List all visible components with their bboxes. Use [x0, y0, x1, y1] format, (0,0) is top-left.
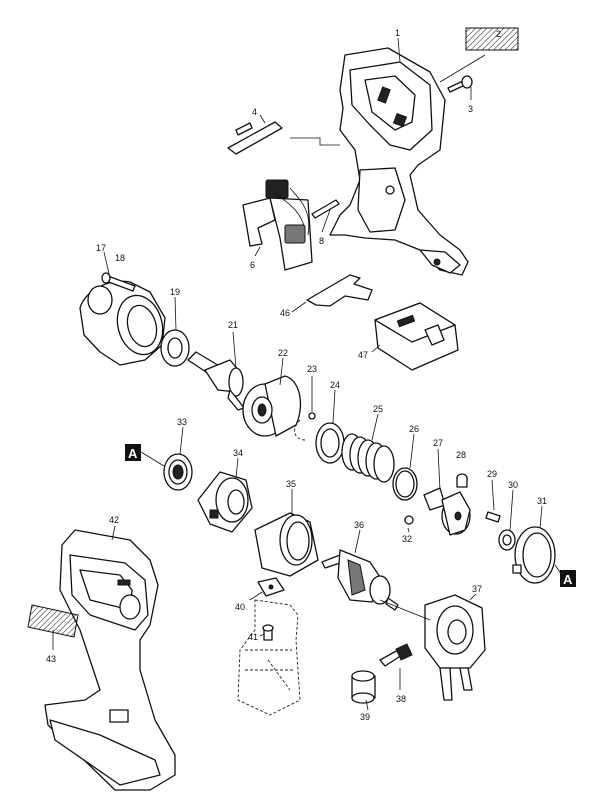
leader-lines	[52, 37, 543, 711]
part-number-label: 36	[354, 520, 364, 530]
part-25-spring	[341, 433, 395, 483]
part-37-motor-housing	[424, 594, 486, 701]
part-number-label: 27	[433, 438, 443, 448]
part-number-label: 18	[115, 253, 125, 263]
part-23-ball	[294, 412, 316, 441]
part-number-label: 41	[248, 632, 258, 642]
reference-marker-a-left: A	[125, 444, 165, 467]
part-40-terminal	[257, 577, 285, 597]
part-6-switch	[242, 179, 313, 271]
part-32-ball	[404, 515, 414, 525]
part-35-ring	[254, 512, 319, 577]
part-42-housing-half	[44, 529, 176, 791]
part-47-controller	[374, 302, 459, 371]
part-46-lever	[306, 274, 373, 307]
part-29-pin	[485, 511, 501, 523]
part-28-pin	[456, 473, 468, 488]
part-43-label	[27, 604, 79, 638]
part-number-label: 39	[360, 712, 370, 722]
reference-letter: A	[128, 446, 138, 461]
dashed-terminal-outline	[237, 599, 301, 716]
part-1-housing-half	[329, 47, 469, 276]
part-number-label: 23	[307, 364, 317, 374]
part-24-washer	[315, 422, 345, 464]
reference-letter: A	[563, 572, 573, 587]
part-number-label: 30	[508, 480, 518, 490]
part-41-screw	[262, 624, 274, 641]
part-number-label: 3	[468, 104, 473, 114]
part-31-ring-gear	[512, 526, 556, 584]
part-number-labels: 1 2 3 4 6 8 17 18 19 21 22 23 24 25 26 2…	[46, 28, 547, 722]
part-number-label: 34	[233, 448, 243, 458]
part-number-label: 32	[402, 534, 412, 544]
part-26-ring	[392, 467, 418, 501]
part-number-label: 35	[286, 479, 296, 489]
part-number-label: 26	[409, 424, 419, 434]
part-number-label: 19	[170, 287, 180, 297]
part-3-screw	[447, 75, 473, 93]
part-number-label: 43	[46, 654, 56, 664]
part-number-label: 2	[496, 29, 501, 39]
part-number-label: 29	[487, 469, 497, 479]
part-number-label: 25	[373, 404, 383, 414]
part-27-spindle	[423, 487, 471, 536]
part-number-label: 22	[278, 348, 288, 358]
part-34-gear-housing	[197, 471, 253, 533]
part-number-label: 37	[472, 584, 482, 594]
part-30-washer	[498, 529, 516, 551]
part-number-label: 1	[395, 28, 400, 38]
part-number-label: 33	[177, 417, 187, 427]
part-number-label: 28	[456, 450, 466, 460]
part-17-hammer-case	[79, 280, 166, 366]
part-8-pin	[311, 199, 340, 219]
part-number-label: 6	[250, 260, 255, 270]
part-number-label: 47	[358, 350, 368, 360]
part-number-label: 4	[252, 107, 257, 117]
part-38-brush	[379, 643, 413, 667]
part-18-screw	[101, 272, 136, 292]
part-36-armature	[321, 549, 399, 611]
part-number-label: 31	[537, 496, 547, 506]
part-33-bearing	[163, 453, 193, 491]
part-number-label: 46	[280, 308, 290, 318]
part-number-label: 40	[235, 602, 245, 612]
part-number-label: 17	[96, 243, 106, 253]
part-number-label: 42	[109, 515, 119, 525]
part-39-cap	[351, 670, 376, 704]
part-number-label: 38	[396, 694, 406, 704]
part-19-washer	[160, 329, 190, 367]
part-4-plate	[227, 121, 283, 155]
part-number-label: 21	[228, 320, 238, 330]
part-number-label: 24	[330, 380, 340, 390]
reference-marker-a-right: A	[554, 564, 576, 587]
part-2-label	[465, 27, 519, 51]
part-number-label: 8	[319, 236, 324, 246]
part-21-anvil	[187, 351, 245, 411]
part-22-hammer	[242, 375, 302, 437]
